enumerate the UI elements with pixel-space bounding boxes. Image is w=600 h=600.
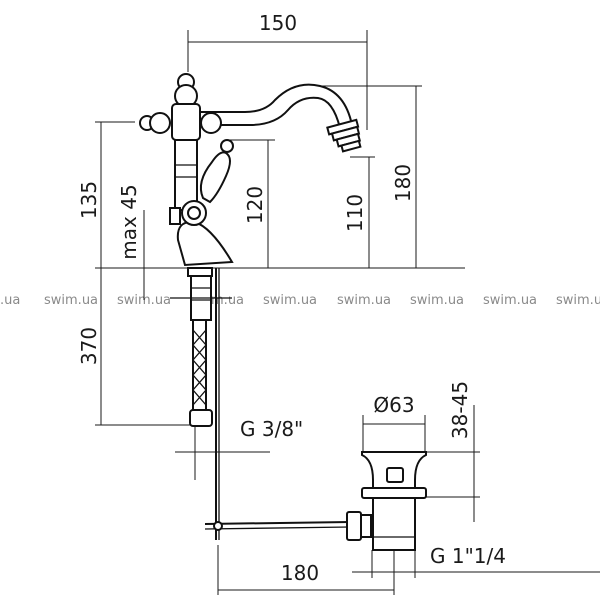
dimension-label-370: 370 (77, 327, 101, 365)
dimension-label-135: 135 (77, 181, 101, 219)
faucet (139, 73, 362, 267)
dimension-lines (95, 30, 600, 595)
watermark: swim.ua (117, 293, 171, 308)
dimension-label-max45: max 45 (117, 184, 141, 259)
watermark-row: .ua swim.ua swim.ua swim.ua swim.ua swim… (0, 293, 600, 308)
watermark: swim.ua (44, 293, 98, 308)
thread-label-g38: G 3/8" (240, 417, 303, 441)
dimension-label-180-height: 180 (391, 164, 415, 202)
dimension-label-d63: Ø63 (373, 393, 414, 417)
pop-up-drain (204, 451, 427, 551)
watermark: .ua (0, 293, 20, 308)
dimension-label-180-rod: 180 (281, 561, 319, 585)
watermark: swim.ua (337, 293, 391, 308)
dimension-label-150: 150 (259, 11, 297, 35)
watermark: swim.ua (263, 293, 317, 308)
watermark: swim.ua (556, 293, 600, 308)
thread-label-g114: G 1"1/4 (430, 544, 506, 568)
dimension-label-120: 120 (243, 186, 267, 224)
watermark: swim.ua (483, 293, 537, 308)
dimension-label-38-45: 38-45 (448, 381, 472, 439)
dimension-label-110: 110 (343, 194, 367, 232)
supply-hose (170, 267, 232, 540)
watermark: swim.ua (410, 293, 464, 308)
